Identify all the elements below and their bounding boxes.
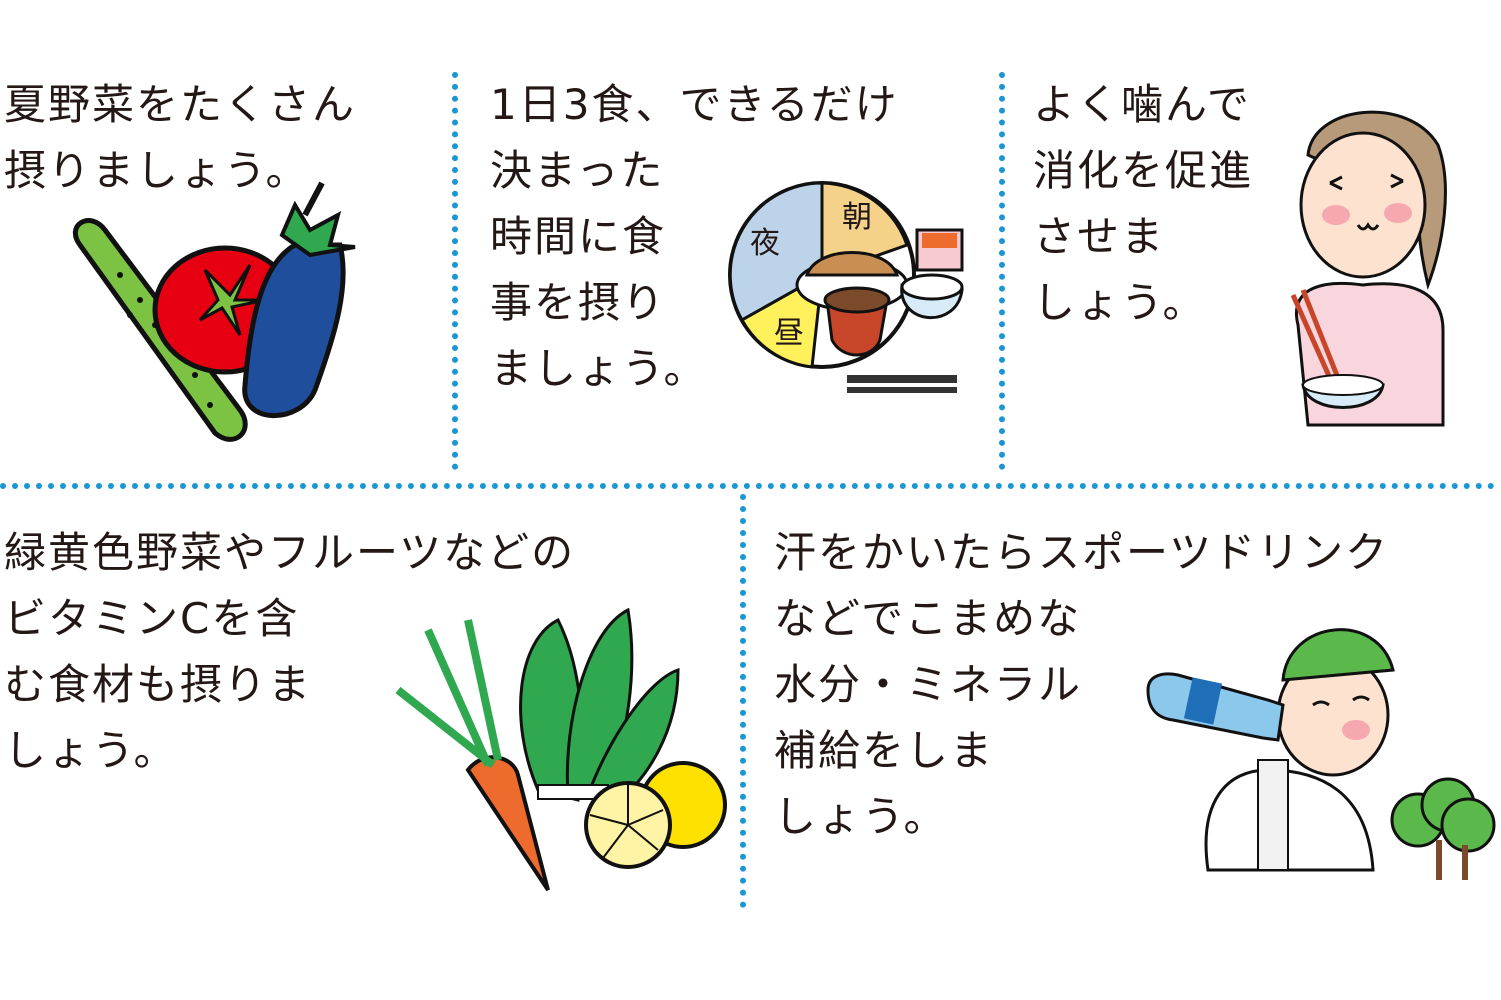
divider-vertical-3 [740,494,746,908]
tip5-line: しょう。 [774,792,948,841]
tip3-line: 消化を促進 [1033,146,1254,195]
summer-vegetables-illustration [60,175,380,450]
tip3-line: させま [1033,212,1166,261]
divider-vertical-2 [999,72,1005,470]
tip4-line: 緑黄色野菜やフルーツなどの [4,528,576,577]
tip-hydration-text: 汗をかいたらスポーツドリンク などでこまめな 水分・ミネラル 補給をしま しょう… [774,520,1389,850]
woman-chewing-illustration [1268,95,1468,445]
boy-drinking-illustration [1118,600,1498,895]
tip5-line: などでこまめな [774,594,1082,643]
citrus-icon [584,761,727,869]
tip2-line: 1日3食、できるだけ [490,80,899,129]
tip-chew-well-text: よく噛んで 消化を促進 させま しょう。 [1033,72,1253,336]
vitamin-foods-illustration [388,600,733,895]
meal-plate-illustration: 夜 朝 昼 [722,175,982,405]
tip3-line: しょう。 [1033,278,1207,327]
plate-night-label: 夜 [750,226,780,261]
tip4-line: む食材も摂りま [4,660,313,709]
tip3-line: よく噛んで [1033,80,1251,129]
woman-icon [1290,110,1447,427]
plate-morning-label: 朝 [842,200,872,235]
dishes-icon [795,228,964,393]
tip1-line: 摂りましょう。 [4,146,310,195]
tip4-line: しょう。 [4,726,178,775]
tree-icon [1390,777,1496,880]
tip-summer-vegetables-text: 夏野菜をたくさん 摂りましょう。 [4,72,356,204]
tip4-line: ビタミンCを含 [4,594,300,643]
tip5-line: 汗をかいたらスポーツドリンク [774,528,1390,577]
divider-horizontal [0,483,1495,489]
water-bottle-icon [1146,672,1285,742]
tip2-line: 事を摂り [490,278,667,327]
divider-vertical-1 [452,72,458,470]
tip2-line: ましょう。 [490,344,708,393]
carrot-icon [395,619,550,892]
tip5-line: 水分・ミネラル [774,660,1083,709]
tip2-line: 時間に食 [490,212,667,261]
tip2-line: 決まった [490,146,665,195]
tip5-line: 補給をしま [774,726,995,775]
eggplant-icon [242,181,356,419]
plate-noon-label: 昼 [774,316,804,351]
tip-vitamin-c-text: 緑黄色野菜やフルーツなどの ビタミンCを含 む食材も摂りま しょう。 [4,520,575,784]
tip1-line: 夏野菜をたくさん [4,80,357,129]
tip-regular-meals-text: 1日3食、できるだけ 決まった 時間に食 事を摂り ましょう。 [490,72,899,402]
boy-icon [1204,628,1395,872]
spinach-icon [519,607,680,807]
